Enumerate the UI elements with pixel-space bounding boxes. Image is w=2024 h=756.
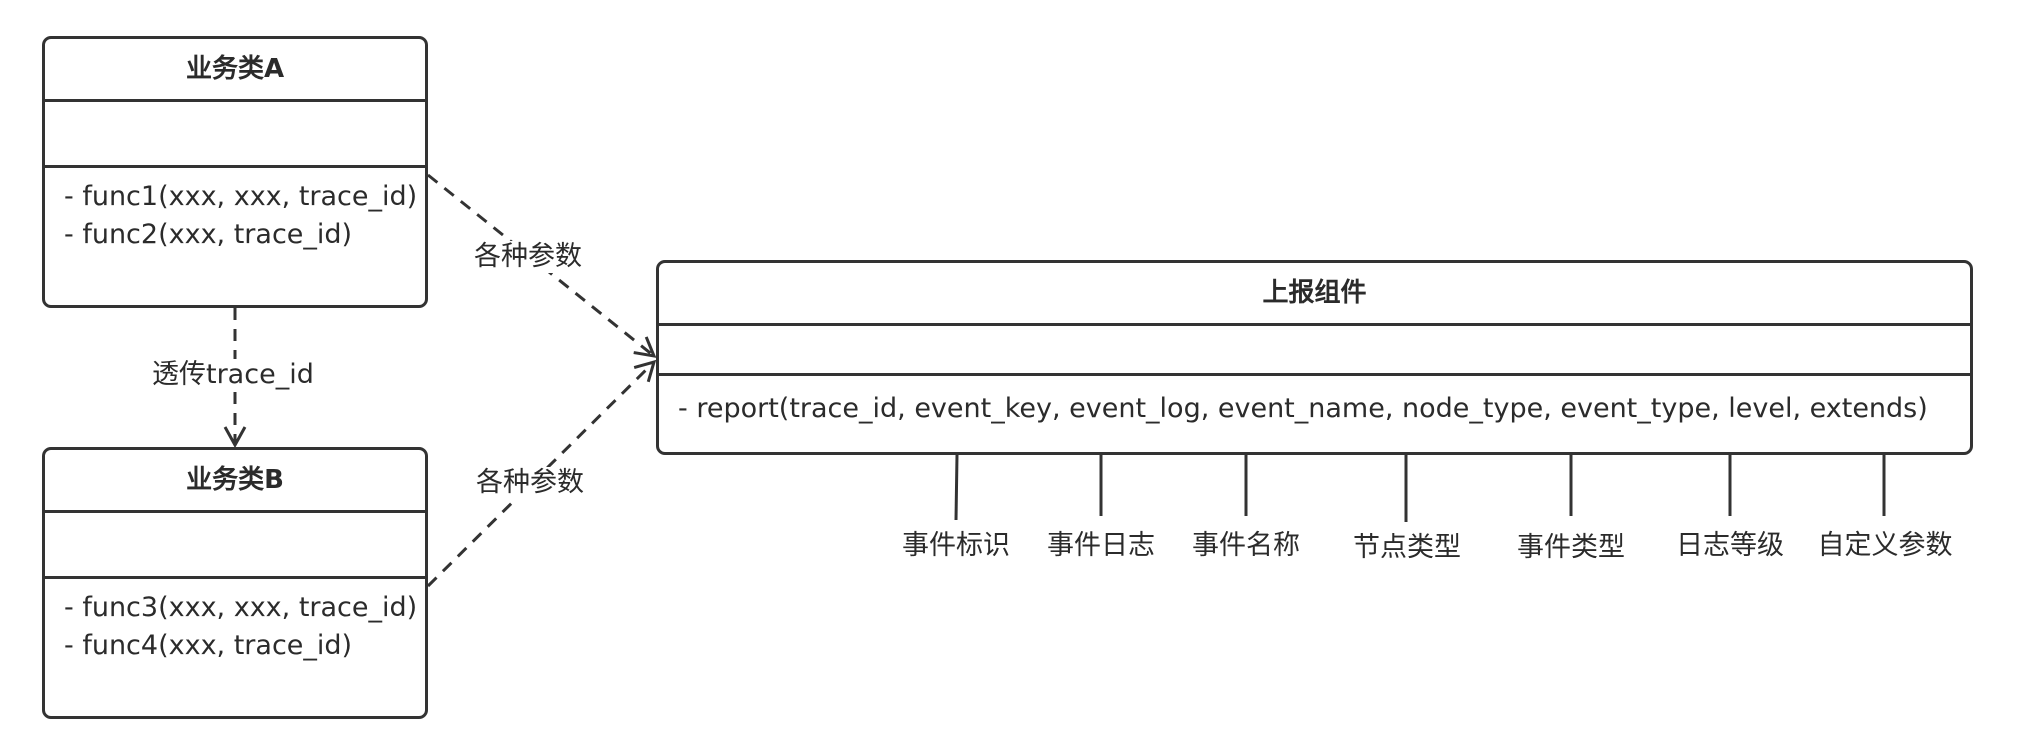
edge-a-to-report	[427, 173, 657, 358]
param-stem	[954, 454, 959, 521]
report-component-methods: - report(trace_id, event_key, event_log,…	[659, 376, 1970, 428]
class-box-b: 业务类B - func3(xxx, xxx, trace_id) - func4…	[42, 447, 428, 719]
report-component-title: 上报组件	[659, 263, 1970, 326]
class-b-method: - func3(xxx, xxx, trace_id)	[64, 592, 418, 623]
class-a-attributes	[45, 102, 425, 168]
edge-label-a-to-b: 透传trace_id	[150, 359, 316, 391]
param-label: 自定义参数	[1815, 530, 1955, 562]
class-b-method: - func4(xxx, trace_id)	[64, 630, 353, 661]
report-component-attributes	[659, 326, 1970, 376]
report-method: - report(trace_id, event_key, event_log,…	[678, 393, 1928, 424]
report-component-box: 上报组件 - report(trace_id, event_key, event…	[656, 260, 1973, 455]
class-a-title: 业务类A	[45, 39, 425, 102]
param-label: 事件日志	[1045, 530, 1157, 562]
class-a-methods: - func1(xxx, xxx, trace_id) - func2(xxx,…	[45, 168, 425, 254]
class-b-title: 业务类B	[45, 450, 425, 513]
class-b-methods: - func3(xxx, xxx, trace_id) - func4(xxx,…	[45, 579, 425, 665]
class-a-method: - func1(xxx, xxx, trace_id)	[64, 181, 418, 212]
edge-label-b-to-report: 各种参数	[474, 467, 586, 499]
param-label: 事件标识	[900, 530, 1012, 562]
param-label: 日志等级	[1674, 530, 1786, 562]
param-label: 事件类型	[1515, 532, 1627, 564]
param-label: 节点类型	[1351, 532, 1463, 564]
class-a-method: - func2(xxx, trace_id)	[64, 219, 353, 250]
class-b-attributes	[45, 513, 425, 579]
edge-label-a-to-report: 各种参数	[472, 241, 584, 273]
param-label: 事件名称	[1190, 530, 1302, 562]
class-box-a: 业务类A - func1(xxx, xxx, trace_id) - func2…	[42, 36, 428, 308]
edge-b-to-report	[426, 359, 657, 588]
